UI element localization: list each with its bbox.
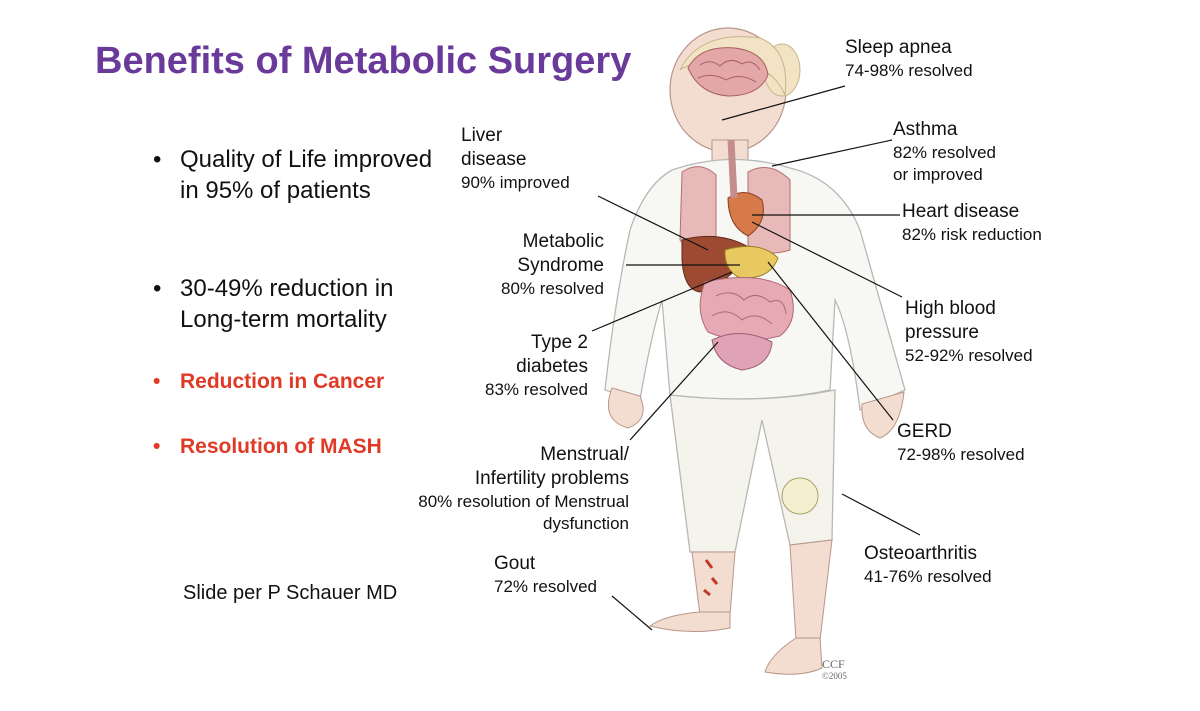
label-high-blood-pressure: High blood pressure 52-92% resolved [905,297,1033,367]
bullet-text: Resolution of MASH [180,435,382,458]
leader-asthma [771,139,893,167]
watermark-year: ©2005 [822,671,847,681]
label-name: Metabolic [522,231,604,252]
leader-t2d [591,271,733,332]
heart [727,192,764,237]
label-name: pressure [905,322,979,343]
label-name: Gout [494,553,536,574]
label-stat: 83% resolved [484,380,588,399]
label-name: Osteoarthritis [864,543,977,564]
label-stat: 72% resolved [494,577,598,596]
label-sleep-apnea: Sleep apnea 74-98% resolved [845,36,973,82]
label-name: Type 2 [530,332,588,353]
label-type2-diabetes: Type 2 diabetes 83% resolved [485,331,588,401]
intestines [699,277,794,341]
right-foot [764,637,823,675]
leader-hbp [751,221,903,298]
watermark-brand: CCF [822,657,845,671]
leader-sleep-apnea [721,85,846,121]
label-name: High blood [905,298,996,319]
leader-gout [611,595,653,631]
label-menstrual-infertility: Menstrual/ Infertility problems 80% reso… [418,443,629,535]
slide-credit: Slide per P Schauer MD [183,582,398,604]
leader-oa [841,493,921,536]
bullet-quality-of-life: •Quality of Life improved in 95% of pati… [153,146,433,204]
label-stat: 82% resolved [893,143,997,162]
label-name: GERD [897,421,952,442]
right-leg [789,539,833,645]
bullet-text: 30-49% reduction in Long-term mortality [180,275,394,333]
label-stat: 52-92% resolved [905,346,1033,365]
label-name: Asthma [893,119,958,140]
label-metabolic-syndrome: Metabolic Syndrome 80% resolved [501,230,604,300]
label-stat: or improved [893,165,983,184]
label-gerd: GERD 72-98% resolved [897,420,1025,466]
ccf-watermark: CCF ©2005 [822,658,847,682]
label-name: diabetes [516,356,588,377]
label-name: Liver [461,125,503,146]
label-stat: 80% resolved [500,279,604,298]
bullet-text: Quality of Life improved in 95% of patie… [180,146,433,204]
label-stat: 72-98% resolved [897,445,1025,464]
label-name: Menstrual/ [540,444,629,465]
label-name: Heart disease [902,201,1020,222]
label-osteoarthritis: Osteoarthritis 41-76% resolved [864,542,992,588]
leader-gerd [767,261,894,421]
left-foot [648,611,731,633]
label-stat: dysfunction [543,514,629,533]
label-gout: Gout 72% resolved [494,552,597,598]
pants [669,389,836,553]
stomach [724,245,779,279]
gout-marks [703,559,719,597]
label-stat: 74-98% resolved [845,61,973,80]
intestine-loops [711,292,787,325]
figure-silhouette [604,27,906,675]
bullet-mash: •Resolution of MASH [153,435,382,458]
label-stat: 41-76% resolved [864,567,992,586]
bullet-mortality: •30-49% reduction in Long-term mortality [153,275,394,333]
label-name: Infertility problems [474,468,629,489]
knee-joint [781,477,819,515]
left-leg [691,551,736,621]
brain-folds [697,60,761,83]
leader-menstrual [629,341,719,441]
label-stat: 80% resolution of Menstrual [418,492,629,511]
label-asthma: Asthma 82% resolved or improved [893,118,996,186]
label-name: Sleep apnea [845,37,952,58]
label-name: Syndrome [517,255,604,276]
uterus [711,332,773,371]
brain [687,47,769,97]
bullet-text: Reduction in Cancer [180,370,385,393]
bullet-cancer: •Reduction in Cancer [153,370,385,393]
leader-liver [597,195,709,251]
trachea [727,139,738,199]
label-stat: 90% improved [461,173,570,192]
label-name: disease [461,149,527,170]
leader-lines [591,85,921,631]
slide-title: Benefits of Metabolic Surgery [95,40,632,82]
left-arm [608,387,644,429]
label-stat: 82% risk reduction [902,225,1042,244]
right-arm [861,391,905,439]
label-heart-disease: Heart disease 82% risk reduction [902,200,1042,246]
label-liver-disease: Liver disease 90% improved [461,124,570,194]
